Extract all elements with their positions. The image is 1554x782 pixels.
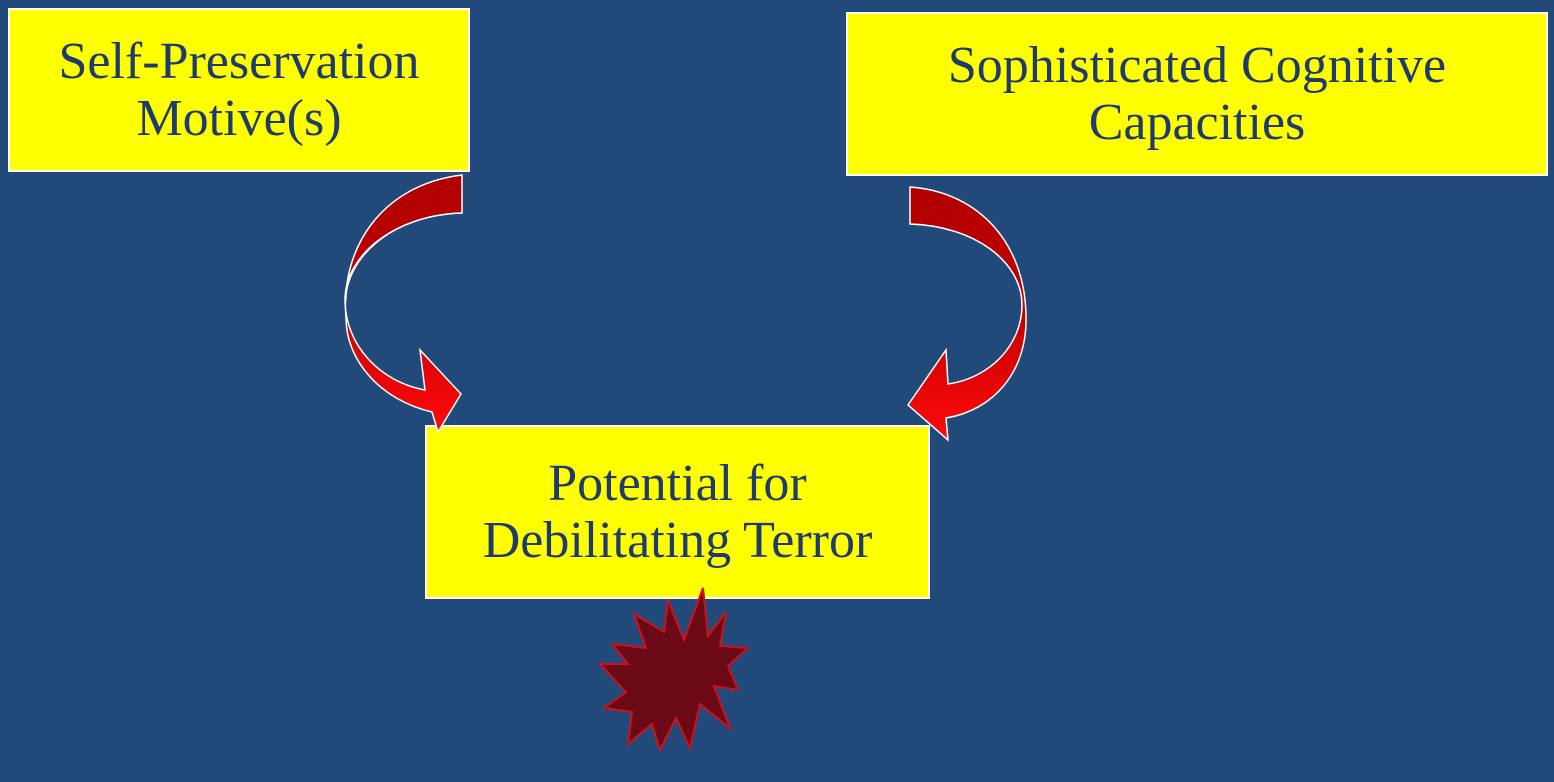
terror-label: Potential for Debilitating Terror: [483, 455, 873, 569]
cognitive-capacities-box: Sophisticated Cognitive Capacities: [846, 12, 1548, 176]
curved-arrow-icon: [344, 174, 463, 434]
terror-line-1: Potential for: [548, 454, 807, 512]
terror-line-2: Debilitating Terror: [482, 512, 873, 569]
terror-box: Potential for Debilitating Terror: [425, 425, 930, 599]
cognitive-capacities-label: Sophisticated Cognitive Capacities: [948, 37, 1446, 151]
explosion-burst-icon: [597, 587, 751, 753]
self-preservation-box: Self-Preservation Motive(s): [8, 8, 470, 172]
self-preservation-label: Self-Preservation Motive(s): [58, 33, 419, 147]
cognitive-capacities-line-2: Capacities: [1088, 94, 1306, 151]
curved-arrow-icon: [907, 186, 1027, 442]
cognitive-capacities-line-1: Sophisticated Cognitive: [947, 36, 1447, 94]
self-preservation-line-2: Motive(s): [136, 90, 342, 147]
self-preservation-line-1: Self-Preservation: [58, 32, 420, 90]
